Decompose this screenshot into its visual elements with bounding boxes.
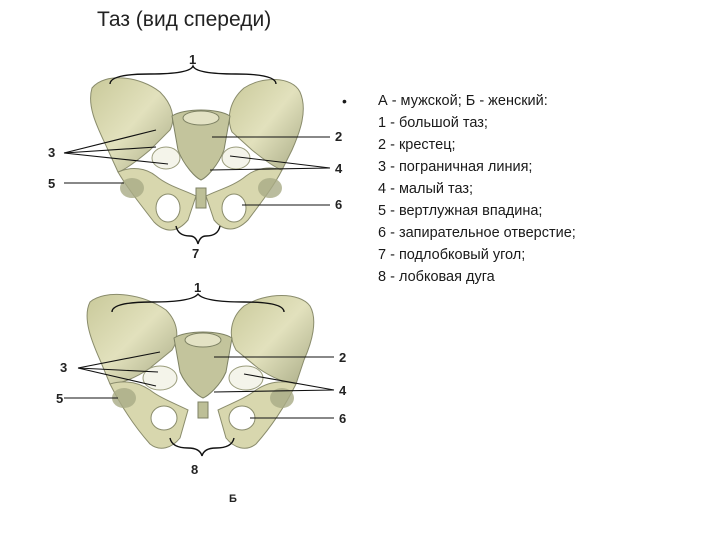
female-pelvis: 1 2 3 4 5 6 8 Б [56,280,347,505]
male-label-6: 6 [335,197,342,212]
female-left-inlet [143,366,177,390]
legend-line: 8 - лобковая дуга [378,266,576,288]
male-l5-vertebra [183,111,219,125]
female-label-5: 5 [56,391,63,406]
male-left-acetabulum [120,178,144,198]
legend-line: 5 - вертлужная впадина; [378,200,576,222]
female-label-4: 4 [339,383,347,398]
female-label-3: 3 [60,360,67,375]
male-label-3: 3 [48,145,55,160]
legend-line: А - мужской; Б - женский: [378,90,576,112]
male-label-5: 5 [48,176,55,191]
legend-bullet: • [342,90,347,112]
legend-line: 4 - малый таз; [378,178,576,200]
legend-line: 1 - большой таз; [378,112,576,134]
female-l5-vertebra [185,333,221,347]
male-left-ischium [118,169,196,231]
male-label-7: 7 [192,246,199,261]
male-label-4: 4 [335,161,343,176]
male-right-acetabulum [258,178,282,198]
male-label-2: 2 [335,129,342,144]
legend-line: 6 - запирательное отверстие; [378,222,576,244]
male-right-obturator [222,194,246,222]
female-label-8: 8 [191,462,198,477]
female-right-inlet [229,366,263,390]
male-label-1: 1 [189,52,196,67]
female-pubic-symphysis [198,402,208,418]
male-brace-7 [176,226,220,244]
legend-lines: А - мужской; Б - женский: 1 - большой та… [378,90,576,288]
male-left-inlet [152,147,180,169]
female-brace-8 [170,438,234,456]
female-label-6: 6 [339,411,346,426]
male-left-obturator [156,194,180,222]
male-pelvis: 1 2 3 4 5 6 7 [48,52,343,261]
female-caption: Б [229,493,237,505]
female-label-1: 1 [194,280,201,295]
female-left-obturator [151,406,177,430]
female-label-2: 2 [339,350,346,365]
male-pubic-symphysis [196,188,206,208]
legend-line: 7 - подлобковый угол; [378,244,576,266]
legend-line: 3 - пограничная линия; [378,156,576,178]
male-right-ischium [206,168,282,229]
legend-line: 2 - крестец; [378,134,576,156]
